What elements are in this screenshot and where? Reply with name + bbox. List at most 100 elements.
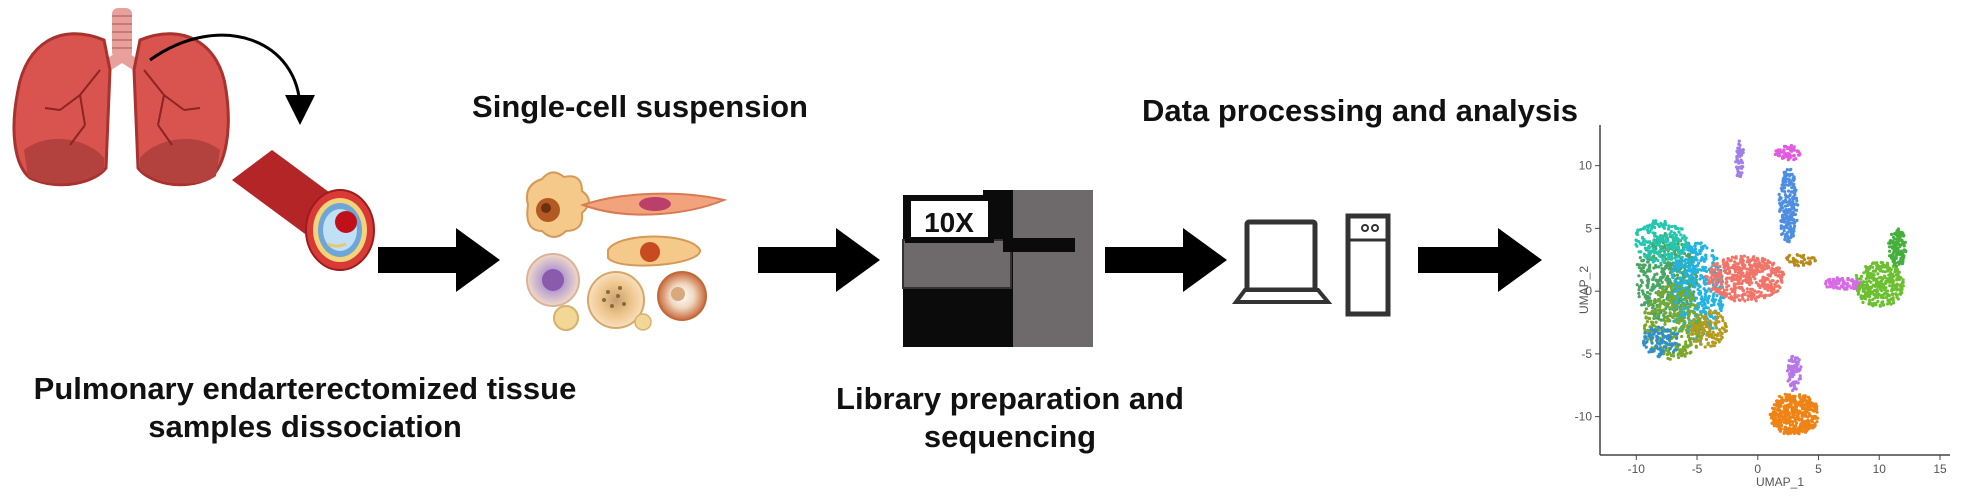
umap-point [1781, 155, 1785, 159]
umap-point [1676, 353, 1680, 357]
umap-point [1679, 299, 1683, 303]
umap-point [1681, 327, 1685, 331]
umap-point [1887, 294, 1891, 298]
umap-point [1875, 267, 1879, 271]
umap-point [1867, 279, 1871, 283]
umap-point [1656, 312, 1660, 316]
umap-point [1708, 311, 1712, 316]
umap-point [1683, 273, 1688, 277]
umap-point [1901, 280, 1905, 285]
umap-point [1663, 267, 1667, 271]
umap-point [1902, 244, 1906, 248]
umap-point [1634, 243, 1638, 247]
umap-point [1685, 345, 1690, 349]
umap-point [1872, 273, 1876, 277]
umap-point [1688, 283, 1693, 287]
umap-point [1749, 297, 1754, 301]
umap-point [1806, 256, 1810, 260]
lungs-icon [12, 8, 230, 187]
umap-point [1875, 264, 1879, 268]
umap-point [1698, 319, 1702, 323]
umap-point [1749, 265, 1753, 270]
umap-point [1642, 227, 1646, 231]
umap-point [1678, 349, 1682, 353]
umap-point [1891, 301, 1896, 305]
umap-point [1689, 342, 1693, 346]
umap-point [1704, 314, 1708, 318]
umap-point [1648, 223, 1652, 227]
umap-point [1881, 261, 1885, 265]
umap-point [1675, 332, 1679, 336]
umap-point [1690, 263, 1694, 267]
umap-point [1647, 304, 1651, 308]
umap-point [1781, 218, 1785, 222]
umap-point [1899, 232, 1903, 236]
umap-point [1689, 328, 1693, 332]
umap-point [1652, 324, 1656, 328]
umap-point [1733, 260, 1737, 264]
umap-point [1886, 263, 1890, 267]
umap-point [1690, 295, 1694, 299]
umap-point [1865, 294, 1869, 298]
umap-point [1760, 269, 1764, 273]
umap-point [1804, 421, 1808, 425]
umap-point [1740, 263, 1744, 267]
umap-point [1835, 276, 1839, 280]
umap-point [1784, 232, 1788, 236]
umap-cluster [1704, 254, 1786, 303]
umap-point [1712, 263, 1716, 267]
umap-point [1667, 338, 1671, 342]
umap-point [1715, 315, 1720, 319]
umap-point [1710, 254, 1714, 258]
umap-point [1647, 240, 1651, 244]
umap-point [1656, 243, 1660, 247]
umap-point [1780, 396, 1784, 400]
umap-x-label: UMAP_1 [1756, 475, 1804, 489]
umap-point [1899, 285, 1903, 289]
umap-y-tick-label: 10 [1579, 159, 1593, 173]
umap-point [1714, 309, 1718, 314]
umap-point [1759, 266, 1763, 270]
umap-point [1895, 286, 1899, 290]
umap-point [1643, 336, 1647, 340]
umap-point [1657, 289, 1661, 293]
umap-point [1665, 262, 1669, 266]
umap-point [1746, 290, 1750, 294]
umap-point [1656, 281, 1660, 285]
umap-point [1663, 340, 1667, 345]
umap-point [1802, 404, 1806, 408]
umap-point [1718, 264, 1722, 269]
umap-point [1764, 293, 1768, 297]
umap-point [1693, 244, 1697, 248]
umap-point [1647, 265, 1651, 269]
umap-point [1754, 258, 1758, 263]
umap-point [1789, 190, 1793, 194]
umap-point [1646, 294, 1650, 298]
umap-point [1666, 252, 1670, 256]
umap-point [1661, 291, 1666, 295]
umap-point [1762, 278, 1766, 282]
umap-point [1741, 148, 1745, 152]
umap-point [1704, 278, 1708, 282]
umap-point [1802, 253, 1806, 257]
umap-point [1658, 353, 1662, 357]
umap-point [1640, 242, 1644, 246]
umap-point [1770, 421, 1774, 425]
umap-point [1688, 351, 1692, 355]
umap-point [1746, 259, 1750, 263]
umap-point [1637, 274, 1641, 278]
umap-point [1709, 303, 1714, 307]
umap-point [1694, 312, 1698, 317]
umap-point [1895, 241, 1899, 245]
umap-point [1788, 423, 1793, 427]
umap-point [1701, 326, 1705, 330]
umap-point [1683, 259, 1687, 263]
umap-point [1680, 255, 1684, 259]
umap-point [1730, 255, 1734, 259]
umap-point [1904, 249, 1908, 253]
umap-point [1780, 224, 1784, 228]
umap-point [1681, 265, 1685, 269]
umap-point [1875, 288, 1879, 292]
umap-point [1654, 221, 1658, 225]
umap-point [1644, 246, 1649, 251]
